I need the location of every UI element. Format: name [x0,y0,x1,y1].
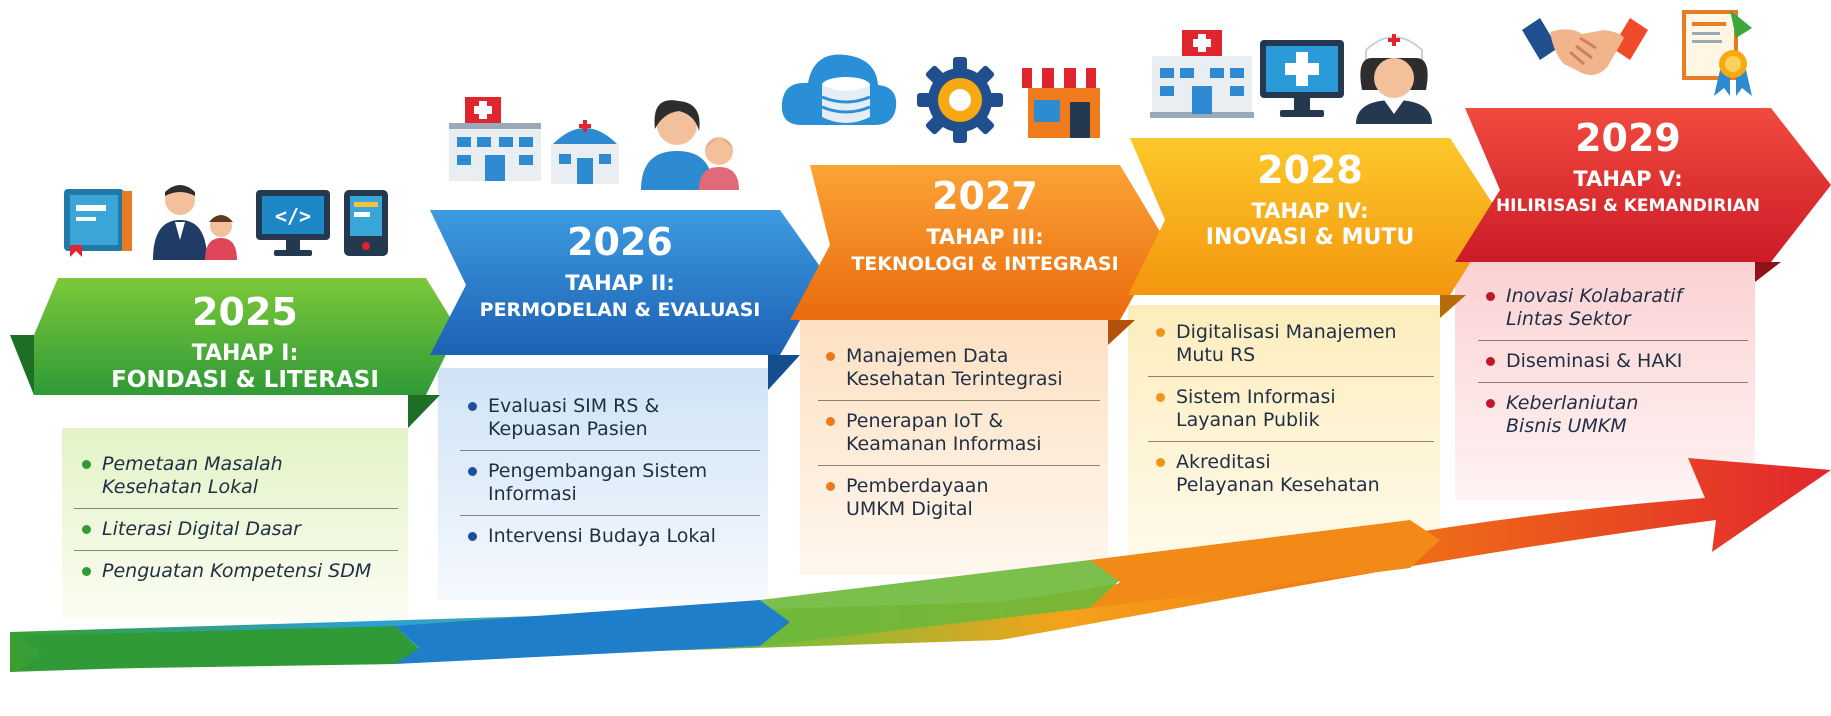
list-item: Keberlaniutan Bisnis UMKM [1478,382,1748,447]
stage-header: 2026 TAHAP II: PERMODELAN & EVALUASI [450,220,790,323]
stage-year: 2028 [1257,148,1363,192]
stage-items: Pemetaan Masalah Kesehatan Lokal Literas… [74,444,398,592]
stage-year: 2026 [567,220,673,264]
store-icon [1022,68,1106,138]
list-item: Pengembangan Sistem Informasi [460,450,760,515]
hospital-icon [1150,30,1254,118]
list-item-text: Literasi Digital Dasar [102,518,301,540]
list-item: Evaluasi SIM RS & Kepuasan Pasien [460,386,760,450]
list-item-text: Manajemen Data Kesehatan Terintegrasi [846,345,1063,390]
list-item-text: Diseminasi & HAKI [1506,350,1683,372]
list-item: Pemetaan Masalah Kesehatan Lokal [74,444,398,508]
list-item-text: Pengembangan Sistem Informasi [488,460,708,505]
certificate-icon [1682,10,1752,96]
medical-monitor-icon [1260,40,1344,117]
code-monitor-icon: </> [256,190,330,256]
bullet-icon [1486,399,1495,408]
list-item-text: Intervensi Budaya Lokal [488,525,716,547]
bullet-icon [826,417,835,426]
stage-header: 2029 TAHAP V: HILIRISASI & KEMANDIRIAN [1478,116,1778,219]
stage-phase: TAHAP IV: [1251,199,1369,223]
list-item: Penguatan Kompetensi SDM [74,550,398,592]
list-item: Digitalisasi Manajemen Mutu RS [1148,312,1434,376]
stage-year: 2027 [932,174,1038,218]
stage-subtitle: PERMODELAN & EVALUASI [479,299,761,321]
stage-header: 2028 TAHAP IV: INOVASI & MUTU [1150,148,1470,251]
bullet-icon [82,525,91,534]
stage-subtitle: TEKNOLOGI & INTEGRASI [851,253,1119,275]
svg-text:</>: </> [275,204,311,228]
parent-child-icon [153,185,237,260]
bullet-icon [1486,357,1495,366]
stage-items: Manajemen Data Kesehatan Terintegrasi Pe… [818,336,1100,530]
stage-phase: TAHAP III: [926,225,1044,249]
list-item-text: Sistem Informasi Layanan Publik [1176,386,1336,431]
list-item-text: Keberlaniutan Bisnis UMKM [1506,392,1639,437]
hospital-icon [449,97,541,181]
nurse-icon [1356,34,1432,124]
list-item: Pemberdayaan UMKM Digital [818,465,1100,530]
gear-icon [917,57,1003,143]
stage-year: 2029 [1575,116,1681,160]
stage-phase: TAHAP V: [1573,167,1683,191]
list-item: Sistem Informasi Layanan Publik [1148,376,1434,441]
list-item: Penerapan IoT & Keamanan Informasi [818,400,1100,465]
bullet-icon [826,482,835,491]
list-item-text: Digitalisasi Manajemen Mutu RS [1176,321,1397,366]
stage-phase: TAHAP I: [191,341,299,366]
bullet-icon [826,352,835,361]
list-item: Intervensi Budaya Lokal [460,515,760,557]
bullet-icon [1156,328,1165,337]
list-item: Manajemen Data Kesehatan Terintegrasi [818,336,1100,400]
bullet-icon [468,467,477,476]
bullet-icon [468,532,477,541]
list-item-text: Penerapan IoT & Keamanan Informasi [846,410,1042,455]
list-item: Literasi Digital Dasar [74,508,398,550]
bullet-icon [82,460,91,469]
stage-subtitle: INOVASI & MUTU [1205,225,1415,250]
handshake-icon [1522,18,1648,75]
bullet-icon [468,402,477,411]
list-item: Inovasi Kolabaratif Lintas Sektor [1478,276,1748,340]
list-item-text: Evaluasi SIM RS & Kepuasan Pasien [488,395,660,440]
list-item: Akreditasi Pelayanan Kesehatan [1148,441,1434,506]
list-item-text: Pemberdayaan UMKM Digital [846,475,989,520]
bullet-icon [1156,458,1165,467]
cloud-database-icon [781,54,897,125]
list-item-text: Pemetaan Masalah Kesehatan Lokal [102,453,283,498]
list-item-text: Inovasi Kolabaratif Lintas Sektor [1506,285,1683,330]
stage-header: 2027 TAHAP III: TEKNOLOGI & INTEGRASI [820,174,1150,277]
book-icon [64,189,132,257]
stage-year: 2025 [192,290,298,334]
list-item-text: Penguatan Kompetensi SDM [102,560,372,582]
clinic-icon [551,120,619,184]
mother-child-icon [641,100,739,190]
stage-items: Inovasi Kolabaratif Lintas Sektor Disemi… [1478,276,1748,447]
stage-items: Evaluasi SIM RS & Kepuasan Pasien Pengem… [460,386,760,557]
list-item-text: Akreditasi Pelayanan Kesehatan [1176,451,1380,496]
stage-header: 2025 TAHAP I: FONDASI & LITERASI [60,290,430,393]
stage-subtitle: FONDASI & LITERASI [111,367,379,393]
tablet-icon [344,190,388,256]
stage-phase: TAHAP II: [565,271,675,295]
bullet-icon [1486,292,1495,301]
stage-subtitle: HILIRISASI & KEMANDIRIAN [1495,196,1761,216]
list-item: Diseminasi & HAKI [1478,340,1748,382]
bullet-icon [1156,393,1165,402]
stage-items: Digitalisasi Manajemen Mutu RS Sistem In… [1148,312,1434,506]
bullet-icon [82,567,91,576]
